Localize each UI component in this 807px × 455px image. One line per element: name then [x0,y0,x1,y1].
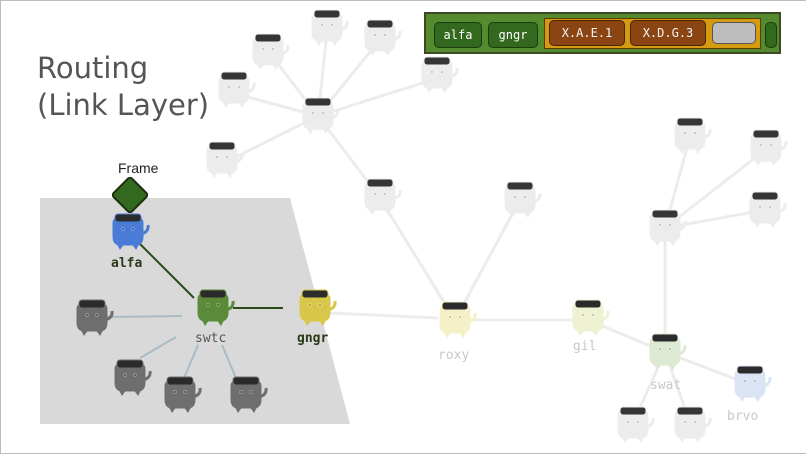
field-src-addr: X.A.E.1 [549,20,625,46]
slide-title: Routing (Link Layer) [37,50,209,124]
field-src: alfa [434,22,482,48]
gngr-label: gngr [297,331,329,346]
gil-label: gil [573,339,597,354]
gngr-node [298,288,337,327]
brvo-node [733,364,772,403]
swat-label: swat [650,378,682,393]
link-gngr-roxy [329,311,439,320]
field-trailer [765,22,777,48]
field-dst: gngr [488,22,538,48]
brvo-label: brvo [727,409,759,424]
roxy-label: roxy [438,348,470,363]
swtc-label: swtc [195,331,227,346]
address-group: X.A.E.1 X.D.G.3 [544,18,761,49]
frame-label: Frame [118,160,159,176]
field-dst-addr: X.D.G.3 [630,20,706,46]
alfa-label: alfa [111,256,143,271]
title-line-1: Routing [37,51,149,85]
swat-node [648,332,687,371]
roxy-node [438,300,477,339]
gil-node [571,298,610,337]
lan-links [105,243,283,379]
field-payload [712,22,756,44]
frame-packet-icon [111,176,149,214]
frame-header: alfa gngr X.A.E.1 X.D.G.3 [424,12,781,54]
title-line-2: (Link Layer) [37,88,210,122]
